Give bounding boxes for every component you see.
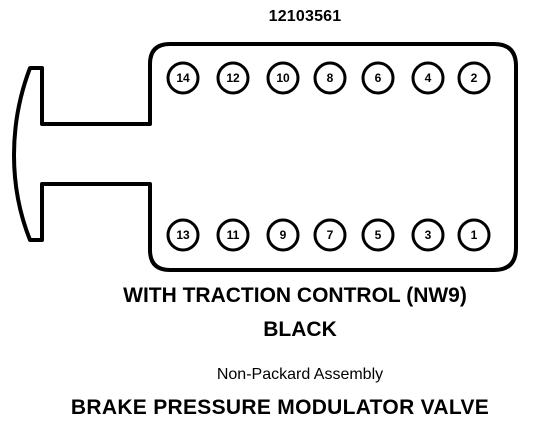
pin-8: 8 [313,61,347,95]
pin-label: 14 [176,71,190,85]
pin-label: 13 [176,228,190,242]
pin-14: 14 [166,61,200,95]
pin-cavity [266,218,300,252]
pin-label: 5 [375,228,382,242]
pin-cavity [361,218,395,252]
pin-cavity [411,218,445,252]
connector-diagram: 14 12 10 8 6 4 2 13 11 9 7 5 3 1 [12,42,518,272]
pin-cavity [216,61,250,95]
pin-10: 10 [266,61,300,95]
pin-label: 3 [425,228,432,242]
pin-cavity [361,61,395,95]
pin-label: 1 [471,228,478,242]
pin-label: 9 [280,228,287,242]
pin-cavity [313,61,347,95]
pin-cavity [166,61,200,95]
bottom-pin-row: 13 11 9 7 5 3 1 [166,218,491,252]
pin-6: 6 [361,61,395,95]
pin-cavity [313,218,347,252]
pin-11: 11 [216,218,250,252]
pin-label: 4 [425,71,432,85]
pin-cavity [216,218,250,252]
pin-4: 4 [411,61,445,95]
pin-cavity [411,61,445,95]
pin-1: 1 [457,218,491,252]
connector-body-outline [12,42,518,272]
pin-3: 3 [411,218,445,252]
caption: BRAKE PRESSURE MODULATOR VALVE [70,396,490,419]
pin-cavity [266,61,300,95]
pin-12: 12 [216,61,250,95]
part-number: 12103561 [268,8,342,25]
top-pin-row: 14 12 10 8 6 4 2 [166,61,491,95]
pin-label: 2 [471,71,478,85]
pin-2: 2 [457,61,491,95]
subtitle: Non-Packard Assembly [216,366,384,383]
title-line-2: BLACK [263,318,337,341]
pin-cavity [457,218,491,252]
pin-label: 6 [375,71,382,85]
pin-label: 7 [327,228,334,242]
pin-13: 13 [166,218,200,252]
title-line-1: WITH TRACTION CONTROL (NW9) [123,284,467,307]
pin-7: 7 [313,218,347,252]
pin-cavity [457,61,491,95]
pin-label: 8 [327,71,334,85]
pin-label: 10 [276,71,290,85]
pin-cavity [166,218,200,252]
pin-5: 5 [361,218,395,252]
pin-9: 9 [266,218,300,252]
pin-label: 11 [227,228,240,242]
pin-label: 12 [226,71,240,85]
